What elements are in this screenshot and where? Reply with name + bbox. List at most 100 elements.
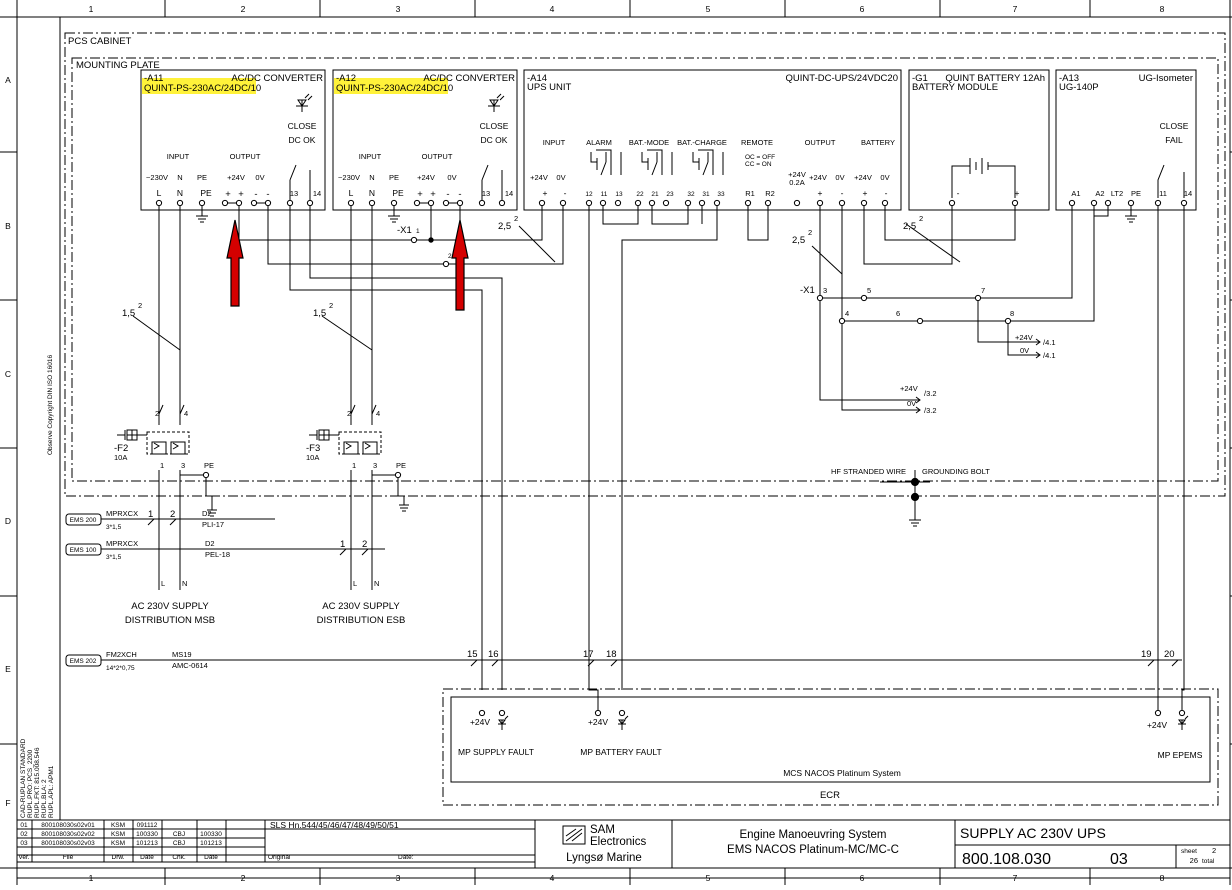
row-e: E (5, 664, 11, 674)
col-7-bottom: 7 (1013, 873, 1018, 883)
cable-ems200: EMS 200 MPRXCX 3*1,5 1 2 D2 PLI-17 (65, 509, 275, 531)
x1b-label: -X1 (800, 285, 815, 296)
ems202-c19: 19 (1141, 649, 1152, 660)
ems202-c17: 17 (583, 649, 594, 660)
a12-pin-n: N (369, 188, 375, 198)
tb-h-drw: Drw. (112, 854, 125, 861)
a12-ac-dc-converter: -A12 QUINT-PS-230AC/24DC/10 AC/DC CONVER… (332, 69, 518, 223)
ref-v0-a: 0V (1020, 346, 1029, 355)
a13-close-label: CLOSE (1160, 121, 1189, 131)
row-d: D (5, 516, 11, 526)
a11-v0: 0V (255, 173, 264, 182)
tb-total: 26 (1190, 856, 1198, 865)
a12-dcok-label: DC OK (481, 135, 508, 145)
cad-meta-1: RUPL.PRO: PCS_2200 (27, 749, 34, 818)
cad-meta-2: RUPL.FKT: 815.008.546 (34, 747, 41, 818)
a12-tn: N (369, 173, 374, 182)
a11-v24: +24V (227, 173, 245, 182)
a12-pin-l: L (349, 188, 354, 198)
a14-pin-r1: R1 (745, 189, 755, 198)
a14-tag: -A14 (527, 73, 547, 84)
g1-battery-module: -G1 QUINT BATTERY 12Ah BATTERY MODULE - … (908, 69, 1050, 211)
tb-sheet-label: sheet (1181, 848, 1197, 855)
a14-remote: REMOTE (741, 138, 773, 147)
col-6-bottom: 6 (860, 873, 865, 883)
row-c: C (5, 369, 11, 379)
cad-meta-0: CAD-RUPLAN STANDARD (20, 738, 27, 818)
a14-bat-v0: 0V (880, 173, 889, 182)
a14-pin-13: 13 (615, 191, 623, 198)
a12-input-label: INPUT (359, 152, 382, 161)
title-block-text: 01 800108030s02v01 KSM 091112 02 8001080… (18, 820, 1216, 868)
a12-title: AC/DC CONVERTER (423, 73, 515, 84)
ems202-d: MS19 (172, 650, 192, 659)
tb-h-ver: Ver. (18, 854, 29, 861)
ref-41-a: /4.1 (1043, 338, 1056, 347)
g1-tag: -G1 (912, 73, 928, 84)
a14-pin-33: 33 (717, 191, 725, 198)
a11-pin-13: 13 (290, 189, 298, 198)
size-25-c: 2,5 (792, 235, 805, 246)
a12-pin-p1: + (417, 189, 423, 200)
a12-tag: -A12 (336, 73, 356, 84)
col-5-bottom: 5 (706, 873, 711, 883)
ems100-dest: PEL-18 (205, 550, 230, 559)
col-4-bottom: 4 (550, 873, 555, 883)
col-3: 3 (396, 4, 401, 14)
g1-name: BATTERY MODULE (912, 82, 998, 93)
ems202-type: FM2XCH (106, 650, 137, 659)
tb-company-sam: SAM (590, 824, 615, 836)
a12-type: QUINT-PS-230AC/24DC/10 (336, 83, 453, 94)
col-8-bottom: 8 (1160, 873, 1165, 883)
size-25-a-sup: 2 (514, 214, 518, 223)
ems202-size: 14*2*0,75 (106, 665, 135, 672)
x1a-1: 1 (416, 228, 420, 235)
ems202-dest: AMC-0614 (172, 661, 208, 670)
a14-pin-r2: R2 (765, 189, 775, 198)
ref-32-a: /3.2 (924, 389, 937, 398)
f3-p3: 3 (373, 461, 377, 470)
title-block (17, 820, 1230, 868)
size-15-a: 1,5 (122, 308, 135, 319)
a14-bat-mode: BAT.-MODE (629, 138, 669, 147)
ems100-id: EMS 100 (70, 547, 97, 554)
cable-ems100: EMS 100 MPRXCX 3*1,5 1 2 D2 PEL-18 (65, 539, 385, 561)
tb-chk-02: CBJ (173, 831, 185, 838)
mp-supply-fault: MP SUPPLY FAULT (458, 747, 534, 757)
a13-pin-pe: PE (1131, 189, 1141, 198)
mp-epems: MP EPEMS (1158, 750, 1203, 760)
ecr-mcs-system: +24V +24V +24V MP SUPPLY FAULT MP BATTER… (450, 206, 1211, 801)
tb-h-file: File (63, 854, 74, 861)
g1-title: QUINT BATTERY 12Ah (945, 73, 1045, 84)
a11-type: QUINT-PS-230AC/24DC/10 (144, 83, 261, 94)
msb-line1: AC 230V SUPPLY (131, 601, 209, 612)
a14-in-m: - (564, 188, 567, 198)
size-25-b-sup: 2 (919, 214, 923, 223)
a13-tag: -A13 (1059, 73, 1079, 84)
x1a-label: -X1 (397, 225, 412, 236)
tb-system-1: Engine Manoeuvring System (739, 829, 886, 841)
a13-pin-11: 11 (1159, 189, 1167, 198)
row-b: B (5, 221, 11, 231)
tb-drw-01: KSM (111, 822, 125, 829)
a14-pin-32: 32 (687, 191, 695, 198)
f3-pe: PE (396, 461, 406, 470)
a14-pin-11: 11 (601, 191, 608, 198)
size-25-b: 2,5 (903, 221, 916, 232)
a14-input: INPUT (543, 138, 566, 147)
a14-out-m: - (841, 188, 844, 198)
grounding-bolt-label: GROUNDING BOLT (922, 467, 990, 476)
tb-h-date: Date (140, 854, 154, 861)
size-15-b: 1,5 (313, 308, 326, 319)
ems100-size: 3*1,5 (106, 554, 122, 561)
size-25-a: 2,5 (498, 221, 511, 232)
f3-p1: 1 (352, 461, 356, 470)
ems200-dest: PLI-17 (202, 520, 224, 529)
f2-rating: 10A (114, 453, 127, 462)
size-25-c-sup: 2 (808, 228, 812, 237)
a12-pin-14: 14 (505, 189, 513, 198)
a11-dcok-label: DC OK (289, 135, 316, 145)
a12-pin-m2: - (458, 189, 461, 200)
copyright-note: Observe Copyright DIN ISO 16016 (47, 355, 54, 455)
annotation-arrows (226, 219, 469, 311)
